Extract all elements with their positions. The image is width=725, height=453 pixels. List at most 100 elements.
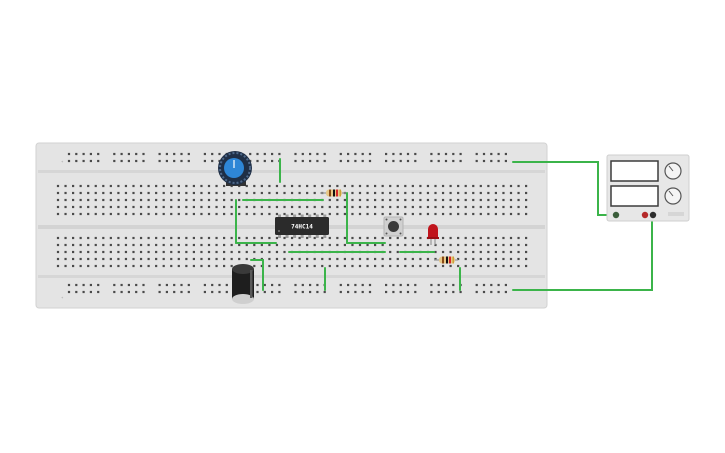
breadboard-hole[interactable] <box>185 191 188 195</box>
negative-terminal[interactable] <box>649 211 657 219</box>
breadboard-hole[interactable] <box>271 159 274 163</box>
breadboard-hole[interactable] <box>278 283 281 287</box>
breadboard-hole[interactable] <box>218 152 221 156</box>
breadboard-hole[interactable] <box>368 283 372 287</box>
breadboard-hole[interactable] <box>336 236 339 240</box>
breadboard-hole[interactable] <box>441 243 445 247</box>
breadboard-hole[interactable] <box>187 159 190 163</box>
breadboard-hole[interactable] <box>165 152 168 156</box>
breadboard-hole[interactable] <box>354 152 357 156</box>
breadboard-hole[interactable] <box>392 152 395 156</box>
breadboard-hole[interactable] <box>464 236 467 240</box>
breadboard-hole[interactable] <box>283 184 286 188</box>
breadboard-hole[interactable] <box>482 290 486 294</box>
breadboard-hole[interactable] <box>260 250 263 254</box>
breadboard-hole[interactable] <box>223 205 226 209</box>
breadboard-hole[interactable] <box>328 212 331 216</box>
breadboard-hole[interactable] <box>263 159 266 163</box>
breadboard-hole[interactable] <box>97 283 100 287</box>
breadboard-hole[interactable] <box>502 184 505 188</box>
breadboard-hole[interactable] <box>306 184 309 188</box>
breadboard-hole[interactable] <box>200 212 203 216</box>
breadboard-hole[interactable] <box>306 205 309 209</box>
breadboard-hole[interactable] <box>230 264 233 268</box>
breadboard-hole[interactable] <box>102 198 105 202</box>
breadboard-hole[interactable] <box>434 205 437 209</box>
breadboard-hole[interactable] <box>139 264 143 268</box>
breadboard-hole[interactable] <box>487 257 490 261</box>
breadboard-hole[interactable] <box>109 205 112 209</box>
breadboard-hole[interactable] <box>328 243 331 247</box>
breadboard-hole[interactable] <box>419 191 422 195</box>
breadboard-hole[interactable] <box>87 191 90 195</box>
breadboard-hole[interactable] <box>487 250 490 254</box>
breadboard-hole[interactable] <box>347 152 350 156</box>
breadboard-hole[interactable] <box>223 212 226 216</box>
breadboard-hole[interactable] <box>271 283 274 287</box>
breadboard-hole[interactable] <box>238 198 241 202</box>
breadboard-hole[interactable] <box>147 212 150 216</box>
breadboard-hole[interactable] <box>147 191 150 195</box>
breadboard-hole[interactable] <box>361 290 364 294</box>
breadboard-hole[interactable] <box>452 283 455 287</box>
breadboard-hole[interactable] <box>72 257 75 261</box>
breadboard-hole[interactable] <box>192 250 195 254</box>
breadboard-hole[interactable] <box>94 198 97 202</box>
breadboard-hole[interactable] <box>268 250 271 254</box>
breadboard-hole[interactable] <box>374 205 377 209</box>
breadboard-hole[interactable] <box>64 243 67 247</box>
breadboard-hole[interactable] <box>347 290 350 294</box>
breadboard-hole[interactable] <box>298 212 301 216</box>
breadboard-hole[interactable] <box>389 236 392 240</box>
breadboard-hole[interactable] <box>306 257 309 261</box>
breadboard-hole[interactable] <box>419 243 422 247</box>
breadboard-hole[interactable] <box>336 212 339 216</box>
breadboard-hole[interactable] <box>94 257 97 261</box>
breadboard-hole[interactable] <box>457 236 460 240</box>
breadboard-hole[interactable] <box>464 191 467 195</box>
breadboard-hole[interactable] <box>200 205 203 209</box>
breadboard-hole[interactable] <box>256 159 259 163</box>
breadboard-hole[interactable] <box>200 236 203 240</box>
breadboard-hole[interactable] <box>389 198 392 202</box>
breadboard-hole[interactable] <box>336 205 339 209</box>
breadboard-hole[interactable] <box>245 212 248 216</box>
breadboard-hole[interactable] <box>434 212 437 216</box>
breadboard-hole[interactable] <box>79 236 82 240</box>
breadboard-hole[interactable] <box>449 191 452 195</box>
breadboard-hole[interactable] <box>430 283 433 287</box>
breadboard-hole[interactable] <box>336 184 339 188</box>
breadboard-hole[interactable] <box>441 191 445 195</box>
breadboard-hole[interactable] <box>509 212 513 216</box>
breadboard-hole[interactable] <box>124 257 128 261</box>
breadboard-hole[interactable] <box>56 257 60 261</box>
breadboard-hole[interactable] <box>404 243 407 247</box>
breadboard-hole[interactable] <box>203 283 206 287</box>
resistor-1[interactable] <box>320 189 346 197</box>
breadboard-hole[interactable] <box>223 250 226 254</box>
breadboard-hole[interactable] <box>399 283 402 287</box>
breadboard-hole[interactable] <box>253 212 256 216</box>
breadboard-hole[interactable] <box>230 257 233 261</box>
breadboard-hole[interactable] <box>479 191 482 195</box>
breadboard-hole[interactable] <box>404 205 407 209</box>
breadboard-hole[interactable] <box>339 283 342 287</box>
breadboard-hole[interactable] <box>132 257 135 261</box>
breadboard-hole[interactable] <box>192 184 195 188</box>
breadboard-hole[interactable] <box>165 283 168 287</box>
breadboard-hole[interactable] <box>177 198 180 202</box>
breadboard-hole[interactable] <box>517 250 520 254</box>
breadboard-hole[interactable] <box>64 257 67 261</box>
breadboard-hole[interactable] <box>67 152 71 156</box>
breadboard-hole[interactable] <box>218 159 221 163</box>
breadboard-hole[interactable] <box>185 243 188 247</box>
breadboard-hole[interactable] <box>347 159 350 163</box>
breadboard-hole[interactable] <box>177 212 180 216</box>
breadboard-hole[interactable] <box>385 290 388 294</box>
breadboard-hole[interactable] <box>180 159 183 163</box>
breadboard-hole[interactable] <box>155 264 158 268</box>
breadboard-hole[interactable] <box>271 290 274 294</box>
breadboard-hole[interactable] <box>245 191 248 195</box>
breadboard-hole[interactable] <box>162 184 165 188</box>
breadboard-hole[interactable] <box>328 264 331 268</box>
